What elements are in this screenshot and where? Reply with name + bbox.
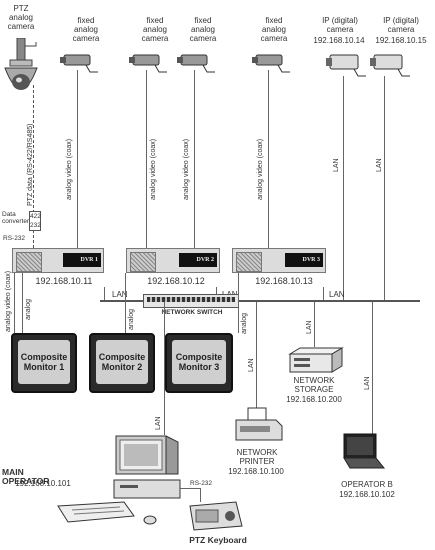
ip-camera-ip-2: 192.168.10.15 bbox=[375, 36, 427, 45]
operator-b-label: OPERATOR B bbox=[341, 480, 393, 489]
lan-label-printer: LAN bbox=[248, 358, 255, 372]
camera-1-icon bbox=[60, 54, 98, 73]
composite-monitor-1-label: Composite Monitor 1 bbox=[18, 340, 70, 384]
lan-backbone bbox=[100, 300, 420, 302]
rs232-label-bottom: RS-232 bbox=[190, 480, 213, 487]
lan-label-ip1: LAN bbox=[333, 158, 340, 172]
data-converter-label: Data converter bbox=[2, 211, 30, 225]
ip-camera-ip-1: 192.168.10.14 bbox=[313, 36, 365, 45]
converter-232: 232 bbox=[30, 222, 41, 229]
dvr-2-ip: 192.168.10.12 bbox=[147, 276, 205, 286]
dvr-3: DVR 3 bbox=[232, 248, 326, 273]
coax-label-dvr-out: analog video (coax) bbox=[5, 270, 12, 332]
main-operator-label: MAIN OPERATOR bbox=[2, 467, 50, 486]
dvr-2: DVR 2 bbox=[126, 248, 220, 273]
camera-label-3: fixed analog camera bbox=[189, 16, 217, 43]
camera-2-icon bbox=[129, 54, 167, 73]
main-operator-workstation-icon bbox=[57, 435, 181, 525]
lan-label-main: LAN bbox=[155, 416, 162, 430]
composite-monitor-3-label: Composite Monitor 3 bbox=[172, 340, 226, 384]
network-storage-icon bbox=[288, 347, 344, 373]
lan-label-storage: LAN bbox=[306, 320, 313, 334]
ip-camera-label-2: IP (digital) camera bbox=[383, 16, 419, 34]
rs232-label-top: RS-232 bbox=[3, 235, 26, 242]
network-printer-icon bbox=[235, 407, 283, 441]
coax-label-2: analog video (coax) bbox=[150, 138, 157, 200]
converter-422: 422 bbox=[30, 213, 41, 220]
analog-label-3: analog bbox=[241, 312, 248, 334]
camera-label-2: fixed analog camera bbox=[141, 16, 169, 43]
lan-label-ip2: LAN bbox=[376, 158, 383, 172]
network-switch bbox=[143, 294, 239, 308]
main-operator-ip: 192.168.10.101 bbox=[15, 479, 71, 488]
camera-label-1: fixed analog camera bbox=[72, 16, 100, 43]
composite-monitor-2: Composite Monitor 2 bbox=[89, 333, 155, 393]
network-switch-label: NETWORK SWITCH bbox=[161, 309, 223, 316]
camera-3-icon bbox=[177, 54, 215, 73]
ptz-data-label: PTZ data (RS-422/RS485) bbox=[27, 123, 34, 206]
dvr-1-ip: 192.168.10.11 bbox=[35, 276, 93, 286]
ip-camera-label-1: IP (digital) camera bbox=[322, 16, 358, 34]
lan-label-opb: LAN bbox=[364, 376, 371, 390]
network-printer-ip: 192.168.10.100 bbox=[228, 467, 284, 476]
ptz-keyboard-icon bbox=[189, 501, 243, 531]
network-printer-label: NETWORK PRINTER bbox=[236, 448, 278, 466]
network-storage-label: NETWORK STORAGE bbox=[293, 376, 335, 394]
composite-monitor-2-label: Composite Monitor 2 bbox=[96, 340, 148, 384]
dvr-3-name: DVR 3 bbox=[285, 253, 323, 267]
ptz-camera-icon bbox=[4, 38, 38, 90]
lan-label-dvr1: LAN bbox=[112, 290, 128, 299]
camera-label-4: fixed analog camera bbox=[260, 16, 288, 43]
dvr-3-ip: 192.168.10.13 bbox=[255, 276, 313, 286]
coax-label-3: analog video (coax) bbox=[183, 138, 190, 200]
coax-label-1: analog video (coax) bbox=[66, 138, 73, 200]
analog-label-1: analog bbox=[25, 298, 32, 320]
ip-camera-2-icon bbox=[370, 54, 410, 77]
ptz-keyboard-label: PTZ Keyboard bbox=[189, 535, 247, 545]
composite-monitor-1: Composite Monitor 1 bbox=[11, 333, 77, 393]
dvr-1-name: DVR 1 bbox=[63, 253, 101, 267]
composite-monitor-3: Composite Monitor 3 bbox=[165, 333, 233, 393]
ip-camera-1-icon bbox=[326, 54, 366, 77]
ptz-camera-label: PTZ analog camera bbox=[7, 4, 35, 31]
operator-b-laptop-icon bbox=[343, 433, 386, 469]
analog-label-2: analog bbox=[128, 308, 135, 330]
lan-label-dvr3: LAN bbox=[329, 290, 345, 299]
dvr-1: DVR 1 bbox=[12, 248, 104, 273]
dvr-2-name: DVR 2 bbox=[179, 253, 217, 267]
coax-label-4: analog video (coax) bbox=[257, 138, 264, 200]
camera-4-icon bbox=[252, 54, 290, 73]
operator-b-ip: 192.168.10.102 bbox=[339, 490, 395, 499]
data-converter: 422 232 bbox=[29, 211, 41, 231]
network-storage-ip: 192.168.10.200 bbox=[286, 395, 342, 404]
